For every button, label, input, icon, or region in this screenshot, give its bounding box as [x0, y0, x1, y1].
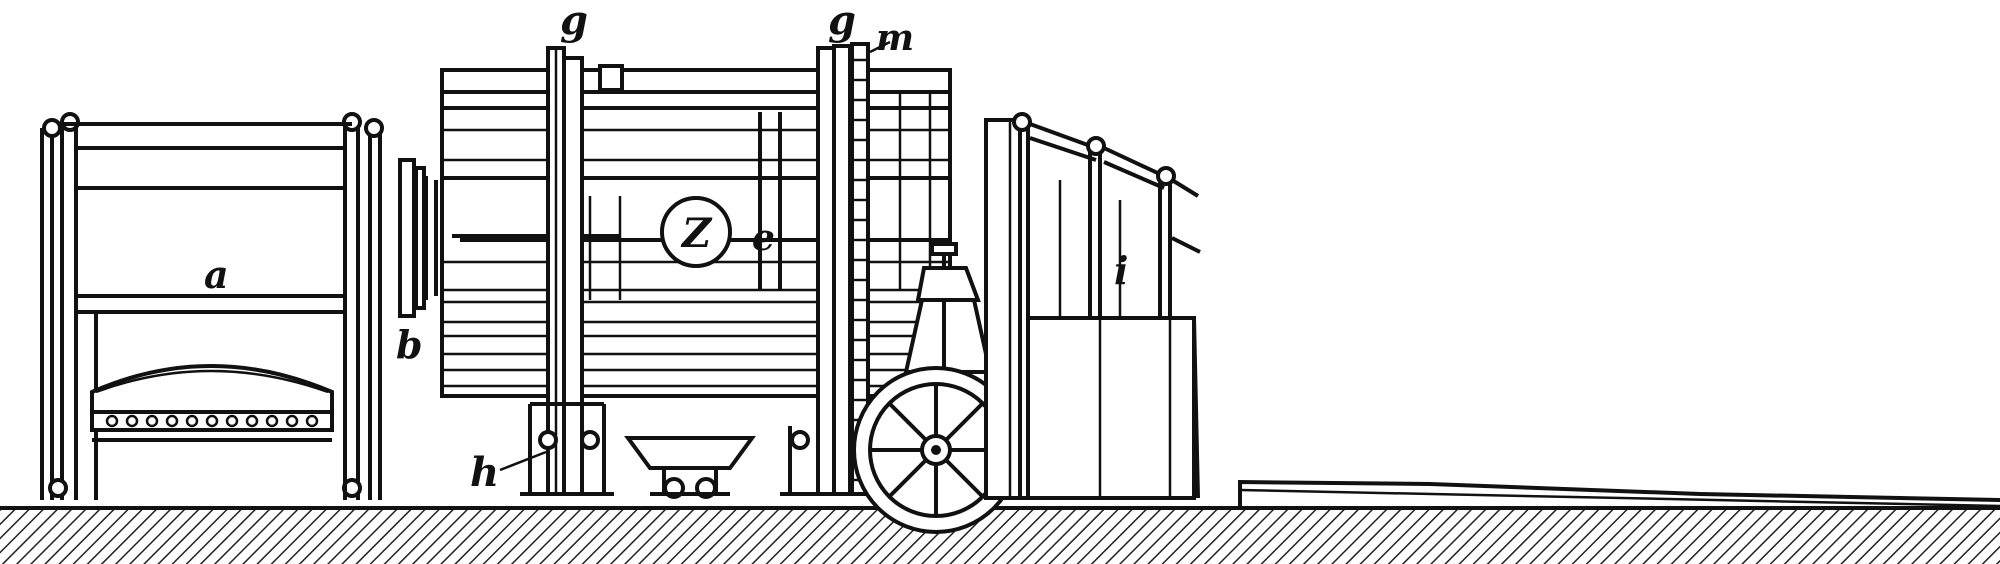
leader-h	[499, 450, 547, 472]
furnace-frame-a	[40, 112, 384, 500]
tub-cart	[624, 436, 756, 499]
label-g-right: g	[828, 0, 856, 44]
label-b: b	[396, 322, 423, 367]
hub-z	[660, 196, 732, 268]
label-h: h	[470, 449, 499, 496]
label-i: i	[1114, 248, 1128, 293]
label-z: Z	[680, 210, 713, 257]
label-a: a	[204, 252, 229, 297]
upright-g-left	[520, 46, 614, 496]
label-e: e	[752, 217, 775, 259]
coupling-b	[398, 158, 438, 318]
jack-post	[903, 242, 1010, 378]
label-m: m	[876, 17, 914, 59]
cart-wheel	[852, 366, 1020, 534]
right-frame-i	[984, 112, 1201, 500]
ground	[0, 479, 2000, 564]
label-g-left: g	[560, 0, 588, 44]
